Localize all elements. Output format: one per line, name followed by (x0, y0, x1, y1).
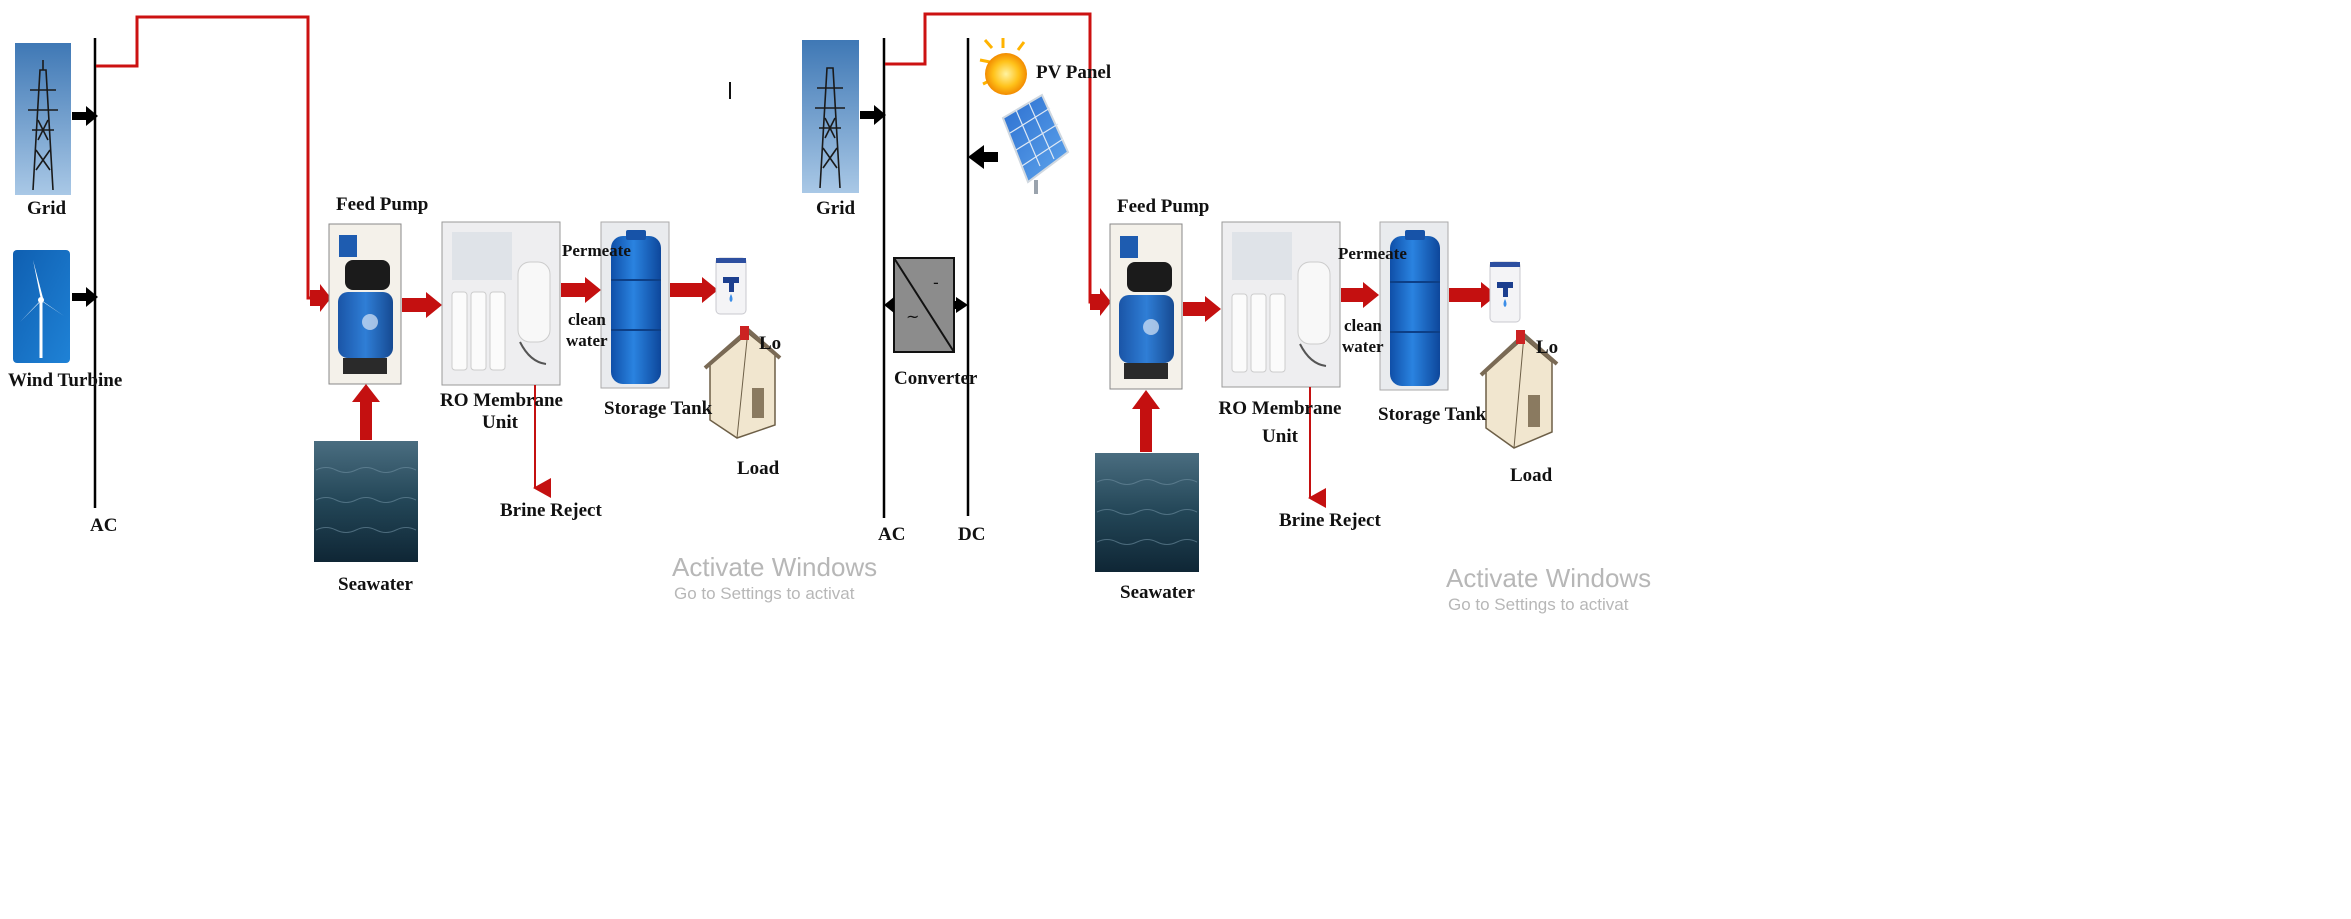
brine-reject-label: Brine Reject (1279, 510, 1381, 531)
converter-ac-arrow (884, 297, 894, 313)
svg-text:~: ~ (906, 307, 919, 326)
seawater-image (1095, 453, 1199, 572)
grid-to-bus-arrow (72, 106, 98, 126)
storage-tank-image (600, 221, 670, 389)
seawater-waves (315, 467, 417, 533)
load-abbrev-label: Lo (759, 333, 782, 354)
tank-to-tap-arrow (1449, 282, 1497, 308)
ro-membrane-label-line2: Unit (1262, 426, 1298, 447)
wind-to-bus-arrow (72, 287, 98, 307)
ro-to-tank-arrow (1341, 282, 1379, 308)
feed-pump-label: Feed Pump (1117, 196, 1210, 217)
power-line-left (96, 15, 318, 300)
seawater-waves (1096, 479, 1198, 545)
pump-to-ro-arrow (402, 292, 442, 318)
grid-tower-icon (15, 43, 71, 195)
water-tap-icon (1489, 261, 1521, 323)
wind-turbine-label: Wind Turbine (8, 370, 123, 391)
ro-to-tank-arrow (561, 277, 601, 303)
ro-membrane-label-line2: Unit (482, 412, 518, 433)
pv-panel-icon (979, 38, 1070, 194)
feed-pump-image (1109, 223, 1183, 390)
seawater-label: Seawater (338, 574, 413, 595)
house-load-icon (1479, 330, 1559, 449)
ro-membrane-label-line1: RO Membrane (440, 390, 563, 411)
house-load-icon (703, 326, 782, 439)
activate-windows-watermark: Activate Windows (1446, 563, 1652, 593)
converter-icon: ~ - (893, 257, 955, 353)
seawater-image (314, 441, 418, 562)
power-arrow-right (1090, 288, 1111, 316)
ro-membrane-label: RO Membrane Unit (440, 390, 563, 434)
grid-label: Grid (816, 198, 856, 219)
grid-label: Grid (27, 198, 67, 219)
activate-windows-subtext: Go to Settings to activat (674, 584, 855, 603)
seawater-to-pump-arrow (1132, 390, 1160, 452)
ro-membrane-image (441, 221, 561, 386)
seawater-label: Seawater (1120, 582, 1195, 603)
svg-text:-: - (933, 273, 939, 292)
converter-label: Converter (894, 368, 978, 389)
dc-bus-label: DC (958, 524, 986, 545)
storage-tank-label: Storage Tank (1378, 404, 1487, 425)
grid-tower-icon (802, 40, 859, 193)
storage-tank-label: Storage Tank (604, 398, 713, 419)
ro-membrane-image (1221, 221, 1341, 388)
water-label: water (1342, 337, 1384, 356)
pump-to-ro-arrow (1183, 296, 1221, 322)
water-tap-icon (715, 257, 747, 315)
ac-bus-label: AC (878, 524, 906, 545)
seawater-to-pump-arrow (352, 384, 380, 440)
permeate-label: Permeate (562, 241, 631, 260)
activate-windows-watermark: Activate Windows (672, 552, 878, 582)
permeate-label: Permeate (1338, 244, 1407, 263)
storage-tank-image (1379, 221, 1449, 391)
pv-to-dc-bus-arrow (968, 145, 998, 169)
ro-membrane-label: RO Membrane Unit (1218, 398, 1342, 448)
pv-panel-label: PV Panel (1036, 62, 1112, 83)
load-label: Load (737, 458, 780, 479)
tank-to-tap-arrow (670, 277, 718, 303)
water-label: water (566, 331, 608, 350)
feed-pump-image (328, 223, 402, 385)
activate-windows-subtext: Go to Settings to activat (1448, 595, 1629, 614)
brine-reject-label: Brine Reject (500, 500, 602, 521)
load-abbrev-label: Lo (1536, 337, 1559, 358)
clean-label: clean (568, 310, 606, 329)
power-arrow-left (310, 284, 331, 312)
ac-bus-label: AC (90, 515, 118, 536)
converter-dc-arrow (954, 297, 968, 313)
ro-membrane-label-line1: RO Membrane (1218, 398, 1342, 419)
grid-to-ac-bus-arrow (860, 105, 886, 125)
load-label: Load (1510, 465, 1553, 486)
feed-pump-label: Feed Pump (336, 194, 429, 215)
clean-label: clean (1344, 316, 1382, 335)
wind-turbine-icon (13, 250, 70, 363)
